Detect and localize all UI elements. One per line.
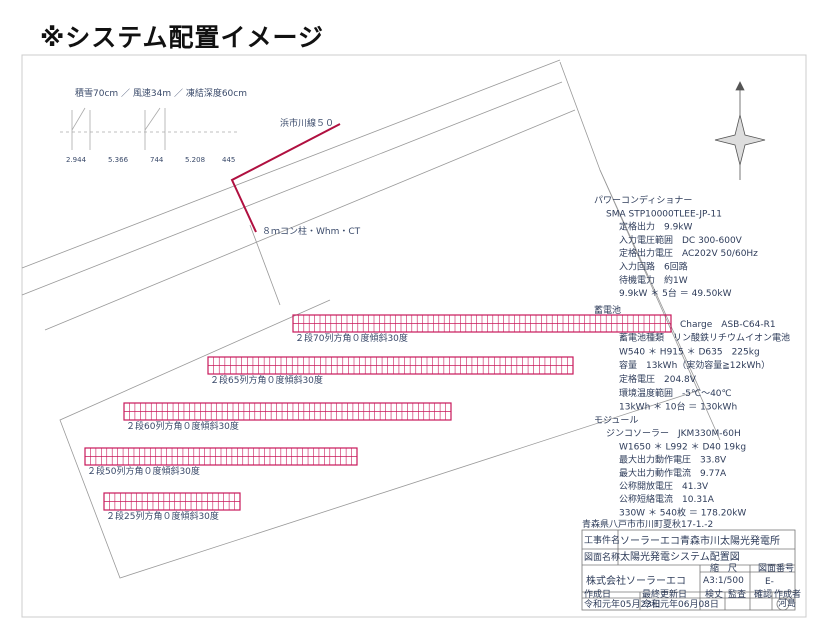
approval-col: 検丈 — [705, 588, 723, 600]
pcs-spec: 定格出力 9.9kW — [619, 221, 693, 233]
title-block — [581, 529, 796, 611]
approval-col: 監査 — [728, 588, 746, 600]
dim-1: 2.944 — [66, 156, 87, 164]
pcs-spec: 入力回路 6回路 — [619, 261, 688, 273]
project-label: 工事件名 — [584, 534, 620, 546]
pv-array: ２段65列方角０度傾斜30度 — [207, 356, 574, 386]
pcs-spec: 9.9kW ＊ 5台 ＝ 49.50kW — [619, 287, 732, 299]
drawing-name: 太陽光発電システム配置図 — [620, 550, 740, 563]
compass-icon — [714, 81, 766, 180]
pcs-spec: 入力電圧範囲 DC 300-600V — [619, 234, 743, 246]
dim-2: 5.366 — [108, 156, 129, 164]
approval-col: 確認 — [754, 588, 772, 600]
project-name: ソーラーエコ青森市川太陽光発電所 — [620, 534, 780, 547]
pcs-spec: 定格出力電圧 AC202V 50/60Hz — [619, 247, 758, 259]
module-spec: ジンコソーラー JKM330M-60H — [606, 428, 741, 439]
module-spec: 最大出力動作電流 9.77A — [619, 467, 727, 479]
page-heading: ※システム配置イメージ — [40, 23, 325, 52]
pv-array: ２段60列方角０度傾斜30度 — [123, 402, 452, 432]
pv-array: ２段70列方角０度傾斜30度 — [292, 314, 672, 344]
module-title: モジュール — [594, 416, 638, 426]
power-line-route — [230, 123, 341, 233]
snow-wind-diagram: 積雪70cm ／ 風速34m ／ 凍結深度60cm 2.944 5.366 74… — [60, 87, 247, 164]
pole-label: ８ｍコン柱・Whm・CT — [262, 225, 361, 237]
dim-3: 744 — [150, 156, 164, 164]
pcs-spec: SMA STP10000TLEE-JP-11 — [606, 209, 722, 219]
array-label: ２段25列方角０度傾斜30度 — [106, 510, 219, 522]
pcs-spec: 待機電力 約1W — [619, 274, 688, 286]
line-label: 浜市川線５０ — [280, 117, 334, 129]
created-date: 令和元年05月23日 — [584, 598, 661, 610]
battery-title: 蓄電池 — [594, 304, 621, 316]
revised-date: 令和元年06月08日 — [642, 598, 719, 610]
array-label: ２段50列方角０度傾斜30度 — [87, 465, 200, 477]
battery-spec: 定格電圧 204.8V — [619, 373, 697, 385]
pv-arrays: ２段70列方角０度傾斜30度 ２段65列方角０度傾斜30度 ２段60列方角０度傾斜3… — [84, 314, 672, 522]
battery-spec: 容量 13kWh（実効容量≧12kWh） — [619, 359, 770, 371]
stamp: 河島 — [778, 597, 796, 609]
company-name: 株式会社ソーラーエコ — [586, 574, 686, 587]
module-spec: 公称開放電圧 41.3V — [619, 480, 709, 492]
revised-label: 最終更新日 — [642, 588, 687, 600]
battery-spec: 蓄電池種類 リン酸鉄リチウムイオン電池 — [619, 332, 790, 344]
number-label: 図面番号 — [758, 562, 794, 574]
drawing-label: 図面名称 — [584, 551, 620, 563]
module-spec: 最大出力動作電圧 33.8V — [619, 454, 727, 466]
drawing-frame — [21, 54, 807, 618]
array-label: ２段60列方角０度傾斜30度 — [126, 420, 239, 432]
battery-spec: 環境温度範囲 -5℃～40℃ — [619, 387, 732, 399]
module-spec: W1650 ＊ L992 ＊ D40 19kg — [619, 442, 746, 452]
pcs-title: パワーコンディショナー — [594, 194, 692, 206]
pv-array: ２段25列方角０度傾斜30度 — [103, 492, 241, 522]
pv-array: ２段50列方角０度傾斜30度 — [84, 447, 358, 477]
module-spec: 330W ＊ 540枚 ＝ 178.20kW — [619, 506, 746, 518]
snow-header: 積雪70cm ／ 風速34m ／ 凍結深度60cm — [75, 87, 247, 99]
scale-value: A3:1/500 — [703, 576, 744, 586]
drawing-number: E- — [765, 577, 774, 587]
approval-col: 作成者 — [774, 588, 801, 600]
dim-5: 445 — [222, 156, 235, 164]
array-label: ２段70列方角０度傾斜30度 — [295, 332, 408, 344]
battery-spec: W540 ＊ H915 ＊ D635 225kg — [619, 347, 760, 357]
equipment-specs: パワーコンディショナー SMA STP10000TLEE-JP-11 定格出力 9.… — [594, 194, 790, 518]
array-label: ２段65列方角０度傾斜30度 — [210, 374, 323, 386]
battery-spec: Charge ASB-C64-R1 — [680, 320, 776, 330]
created-label: 作成日 — [584, 588, 611, 600]
site-boundaries — [21, 59, 721, 579]
module-spec: 公称短絡電流 10.31A — [619, 493, 715, 505]
battery-spec: 13kWh ＊ 10台 ＝ 130kWh — [619, 401, 737, 413]
scale-label: 縮 尺 — [710, 562, 737, 574]
dim-4: 5.208 — [185, 156, 205, 164]
title-block-text: 青森県八戸市市川町夏秋17-1.-2工事件名ソーラーエコ青森市川太陽光発電所図面… — [582, 518, 801, 610]
site-address: 青森県八戸市市川町夏秋17-1.-2 — [582, 518, 713, 530]
